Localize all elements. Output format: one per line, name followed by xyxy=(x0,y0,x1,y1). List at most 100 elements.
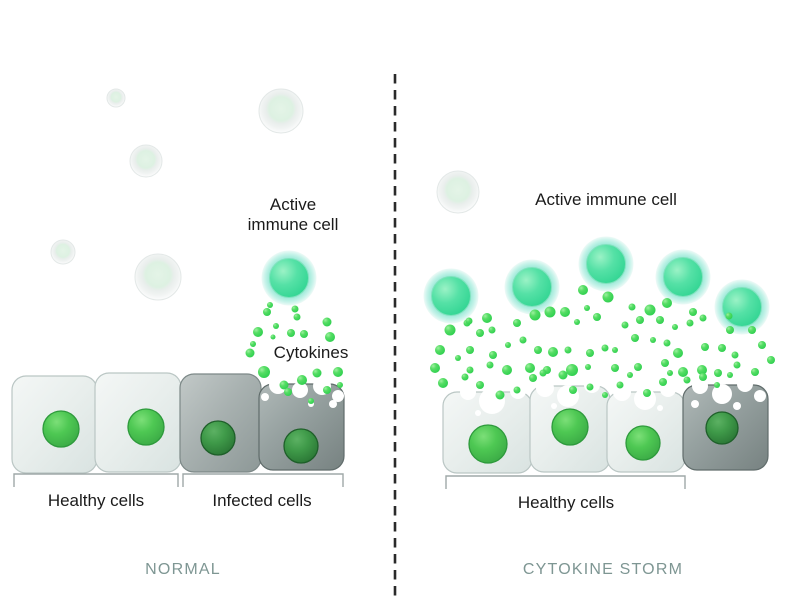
right-cytokine-dot xyxy=(656,316,664,324)
left-inactive-immune-cell xyxy=(50,239,76,265)
right-cytokine-dot xyxy=(731,351,739,359)
right-cytokine-dot xyxy=(751,368,759,376)
right-cytokine-dot xyxy=(718,344,726,352)
right-cytokine-dot xyxy=(593,313,601,321)
left-cell-hole xyxy=(329,400,337,408)
right-cytokine-dot xyxy=(585,364,591,370)
right-cytokine-dot xyxy=(659,378,667,386)
right-cytokine-dot xyxy=(513,319,521,327)
right-cytokine-dot xyxy=(699,373,707,381)
right-cytokine-dot xyxy=(438,378,448,388)
right-cell-hole xyxy=(691,400,699,408)
right-cytokine-dot xyxy=(602,291,614,303)
right-cytokine-dot xyxy=(548,347,558,357)
right-cytokine-dot xyxy=(612,347,618,353)
right-cytokine-dot xyxy=(586,349,594,357)
right-cytokine-dot xyxy=(489,351,497,359)
right-active-immune-cell xyxy=(512,267,552,307)
right-cytokine-dot xyxy=(564,346,572,354)
right-cytokine-dot xyxy=(636,316,644,324)
right-group-bracket xyxy=(445,475,686,489)
right-cell-hole xyxy=(733,402,741,410)
right-cytokine-dot xyxy=(663,339,671,347)
left-inactive-immune-cell xyxy=(134,253,182,301)
right-cytokine-dot xyxy=(560,307,570,317)
right-cytokine-dot xyxy=(466,346,474,354)
right-cytokine-dot xyxy=(678,367,688,377)
right-cytokine-dot xyxy=(544,306,556,318)
left-cell-bite xyxy=(332,390,344,402)
right-cytokine-dot xyxy=(569,386,577,394)
left-inactive-immune-cell xyxy=(106,88,126,108)
right-cytokine-dot xyxy=(461,373,469,381)
right-cytokine-dot xyxy=(502,365,512,375)
right-cytokine-dot xyxy=(643,389,651,397)
left-cytokine-dot xyxy=(308,398,314,404)
right-cell-hole xyxy=(551,403,557,409)
left-cytokine-dot xyxy=(253,327,263,337)
right-cytokine-dot xyxy=(667,370,673,376)
right-cytokine-dot xyxy=(726,326,734,334)
left-inactive-immune-cell xyxy=(129,144,163,178)
right-cytokine-dot xyxy=(662,298,672,308)
right-cytokine-dot xyxy=(539,369,547,377)
left-cytokine-dot xyxy=(250,341,256,347)
right-active-immune-cell xyxy=(663,257,703,297)
right-cytokine-dot xyxy=(465,317,473,325)
right-cytokine-dot xyxy=(650,337,656,343)
right-cytokine-dot xyxy=(733,361,741,369)
right-cytokine-dot xyxy=(534,346,542,354)
right-cytokine-dot xyxy=(621,321,629,329)
right-cytokine-dot xyxy=(714,382,720,388)
left-cytokine-dot xyxy=(300,330,308,338)
right-cytokine-dot xyxy=(699,314,707,322)
left-group-bracket xyxy=(13,473,179,487)
right-cytokine-dot xyxy=(661,359,669,367)
right-cytokine-dot xyxy=(616,381,624,389)
right-cytokine-dot xyxy=(430,363,440,373)
right-cytokine-dot xyxy=(634,363,642,371)
right-cytokine-dot xyxy=(767,356,775,364)
left-group-bracket xyxy=(182,473,344,487)
left-cytokine-dot xyxy=(323,386,331,394)
left-cell-nucleus xyxy=(200,420,236,456)
right-cytokine-dot xyxy=(444,324,456,336)
right-cell-bite xyxy=(692,378,708,394)
right-cytokine-dot xyxy=(697,365,707,375)
normal-caption: NORMAL xyxy=(145,561,221,578)
right-cell-hole xyxy=(475,410,481,416)
left-cytokine-dot xyxy=(273,323,279,329)
right-cytokine-dot xyxy=(628,303,636,311)
right-cytokine-dot xyxy=(701,343,709,351)
left-cytokine-dot xyxy=(245,348,255,358)
left-cytokine-dot xyxy=(279,380,289,390)
left-cytokine-dot xyxy=(267,302,273,308)
right-cytokine-dot xyxy=(566,364,578,376)
right-cell-bite xyxy=(460,384,476,400)
right-cytokine-dot xyxy=(529,374,537,382)
left-cell-bite xyxy=(269,376,287,394)
right-cytokine-dot xyxy=(519,336,527,344)
right-cell-bite xyxy=(712,384,732,404)
left-cytokine-dot xyxy=(284,388,292,396)
right-cytokine-dot xyxy=(574,319,580,325)
right-cell-bite xyxy=(737,376,753,392)
right-cytokine-dot xyxy=(476,329,484,337)
right-active-immune-cell xyxy=(431,276,471,316)
right-cell-hole xyxy=(657,405,663,411)
left-cell-bite xyxy=(292,382,308,398)
left-active-immune-cell-label-line1: Active xyxy=(269,195,317,214)
right-cytokine-dot xyxy=(435,345,445,355)
right-cytokine-dot xyxy=(758,341,766,349)
right-cytokine-dot xyxy=(586,383,594,391)
right-cytokine-dot xyxy=(602,392,608,398)
left-cytokine-dot xyxy=(337,382,343,388)
left-cell-nucleus xyxy=(283,428,319,464)
right-cytokine-dot xyxy=(505,342,511,348)
right-cell-nucleus xyxy=(468,424,508,464)
right-inactive-immune-cell xyxy=(436,170,480,214)
left-cytokine-dot xyxy=(325,332,335,342)
right-cytokine-dot xyxy=(455,355,461,361)
